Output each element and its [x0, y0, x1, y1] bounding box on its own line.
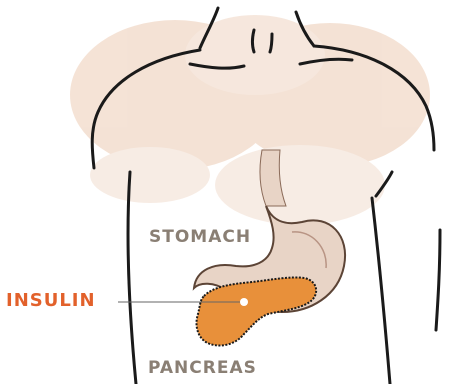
insulin-pointer-dot [240, 298, 248, 306]
pancreas-shape [197, 277, 317, 345]
arm-right-inner [436, 230, 440, 330]
torso-side-right [372, 198, 390, 384]
pancreas-label: PANCREAS [148, 360, 257, 377]
torso-side-left [128, 172, 136, 384]
sternum-notch-left [253, 30, 255, 52]
stomach-label: STOMACH [149, 229, 251, 246]
insulin-label: INSULIN [6, 292, 96, 310]
